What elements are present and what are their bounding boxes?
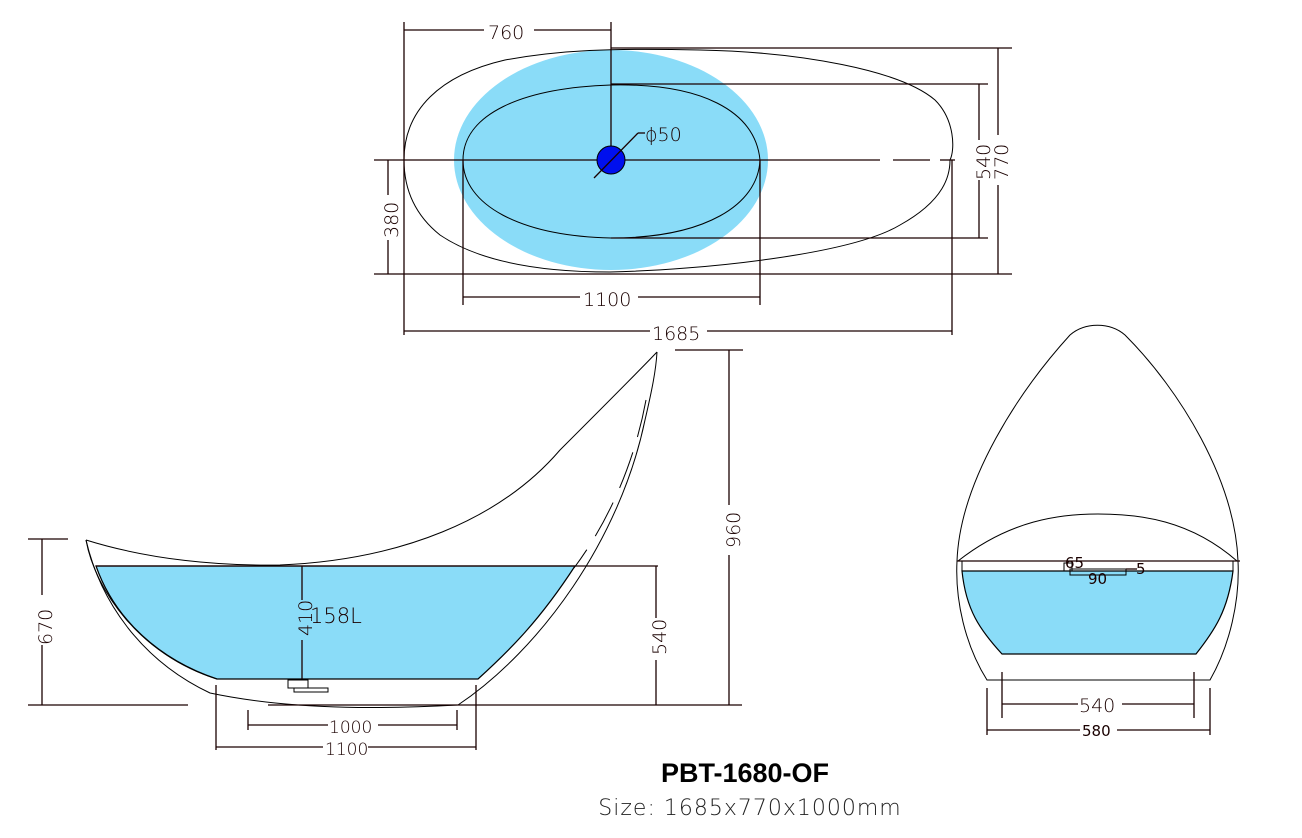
dim-outer-width: 770 — [991, 144, 1013, 180]
dim-drain-offset: 760 — [488, 22, 524, 44]
side-view: 670 960 540 410 158L 1000 1100 — [28, 349, 745, 760]
dim-inner-width: 540 — [973, 144, 995, 180]
dim-half-width: 380 — [381, 202, 403, 238]
dim-end-base-inner: 540 — [1079, 695, 1115, 717]
dim-overflow-a: 65 — [1065, 554, 1084, 572]
end-view: 65 90 5 540 580 — [956, 324, 1240, 740]
dim-base-inner: 1000 — [329, 718, 372, 738]
end-view-water-area — [961, 570, 1234, 655]
dim-overflow-b: 90 — [1088, 570, 1107, 588]
dim-overall-height: 960 — [723, 512, 745, 548]
size-label: Size: 1685x770x1000mm — [598, 796, 902, 821]
model-title: PBT-1680-OF — [660, 758, 830, 788]
side-view-water-area — [95, 565, 577, 680]
overflow-fitting-icon — [1063, 562, 1137, 576]
dim-overflow-c: 5 — [1136, 560, 1146, 578]
dim-rim-height: 670 — [35, 609, 57, 645]
dim-base-outer: 1100 — [325, 740, 368, 760]
waste-fitting-icon — [287, 679, 309, 689]
top-view: 760 ϕ50 540 770 380 1100 1685 — [374, 18, 1013, 345]
dim-overall-length: 1685 — [652, 323, 700, 345]
end-view-outer-outline — [956, 324, 1239, 562]
dim-end-base-outer: 580 — [1082, 722, 1111, 740]
dim-water-depth: 410 — [295, 600, 317, 636]
dim-inner-length: 1100 — [583, 289, 631, 311]
side-view-rim — [85, 351, 658, 566]
capacity-label: 158L — [310, 604, 362, 628]
dim-inner-depth: 540 — [649, 619, 671, 655]
dim-drain-diameter: ϕ50 — [645, 124, 682, 146]
